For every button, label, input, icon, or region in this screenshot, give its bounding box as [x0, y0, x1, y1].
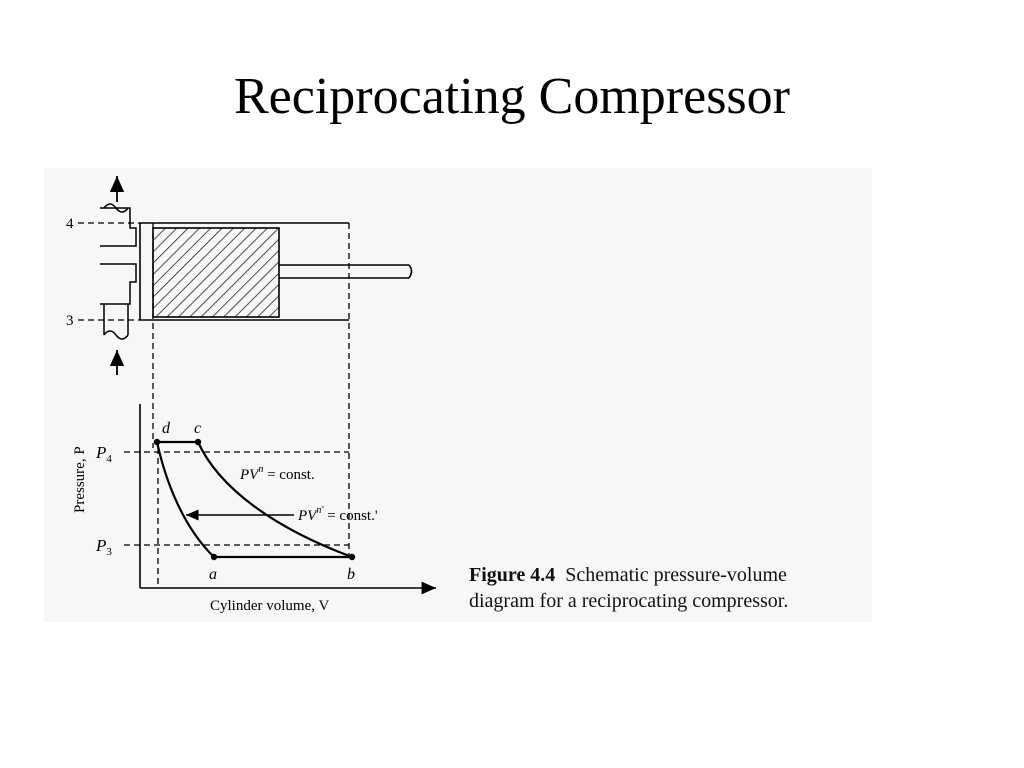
- x-axis-label: Cylinder volume, V: [210, 598, 329, 614]
- valve-level-lines: [78, 222, 140, 321]
- figure-number: Figure 4.4: [469, 564, 556, 586]
- expansion-process-label: PVn' = const.': [297, 505, 378, 524]
- piston: [152, 227, 280, 318]
- p4-label: P4: [95, 443, 112, 465]
- cylinder: [139, 222, 349, 321]
- pv-cycle: [155, 440, 353, 559]
- point-b: [348, 553, 356, 561]
- valve-level-4-label: 4: [66, 216, 74, 232]
- point-a-label: a: [209, 566, 217, 583]
- projection-lines: [152, 223, 350, 588]
- piston-rod: [279, 264, 413, 279]
- point-c-label: c: [194, 420, 201, 437]
- point-d: [153, 438, 161, 446]
- point-c: [194, 438, 202, 446]
- slide-title: Reciprocating Compressor: [234, 68, 790, 125]
- axes: [139, 404, 436, 595]
- pv-diagram-svg: 4 3 P4 P3: [66, 176, 436, 614]
- discharge-valve: [100, 203, 137, 247]
- valve-level-3-label: 3: [66, 313, 74, 329]
- expansion-curve-da: [155, 441, 215, 558]
- point-d-label: d: [162, 420, 171, 437]
- compression-curve-cb: [196, 441, 353, 559]
- p3-label: P3: [95, 536, 112, 558]
- compression-process-label: PVn = const.: [239, 464, 315, 483]
- point-b-label: b: [347, 566, 355, 583]
- suction-valve: [100, 263, 137, 340]
- caption-line-1: Schematic pressure-volume: [565, 564, 787, 586]
- pressure-level-lines: [124, 451, 349, 546]
- scanned-figure: 4 3 P4 P3: [44, 168, 872, 622]
- caption-line-2: diagram for a reciprocating compressor.: [469, 590, 789, 612]
- y-axis-label: Pressure, P: [72, 446, 88, 513]
- figure-caption: Figure 4.4 Schematic pressure-volume dia…: [469, 562, 869, 614]
- cycle-points: [153, 438, 356, 561]
- point-a: [210, 553, 218, 561]
